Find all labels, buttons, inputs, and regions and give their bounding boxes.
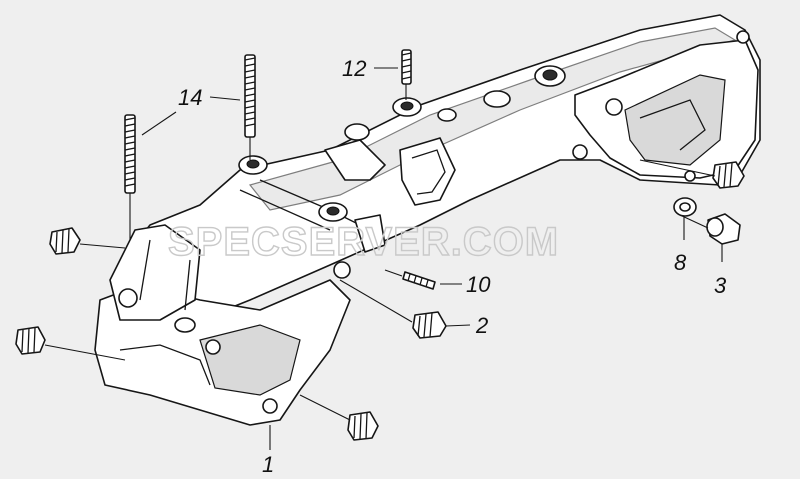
- plug-bottom: [347, 411, 379, 441]
- watermark: SPECSERVER.COM: [168, 220, 559, 264]
- callout-10: 10: [466, 272, 491, 297]
- callout-8: 8: [674, 250, 687, 275]
- set-screw-10: [402, 271, 436, 290]
- plug-left-upper: [49, 227, 81, 255]
- callout-1: 1: [262, 452, 274, 477]
- washer-8: [673, 197, 697, 217]
- callout-2: 2: [475, 313, 488, 338]
- plug-3: [706, 213, 741, 245]
- stud-12: [401, 49, 412, 85]
- plug-left-lower: [15, 326, 46, 355]
- callout-12: 12: [342, 56, 366, 81]
- plug-2: [412, 311, 447, 339]
- callout-14: 14: [178, 85, 202, 110]
- leader-lines: [44, 67, 723, 450]
- stud-14-right: [244, 54, 256, 138]
- plug-right: [712, 161, 745, 189]
- callout-3: 3: [714, 273, 727, 298]
- manifold-body: [94, 14, 761, 426]
- stud-14-left: [124, 114, 136, 194]
